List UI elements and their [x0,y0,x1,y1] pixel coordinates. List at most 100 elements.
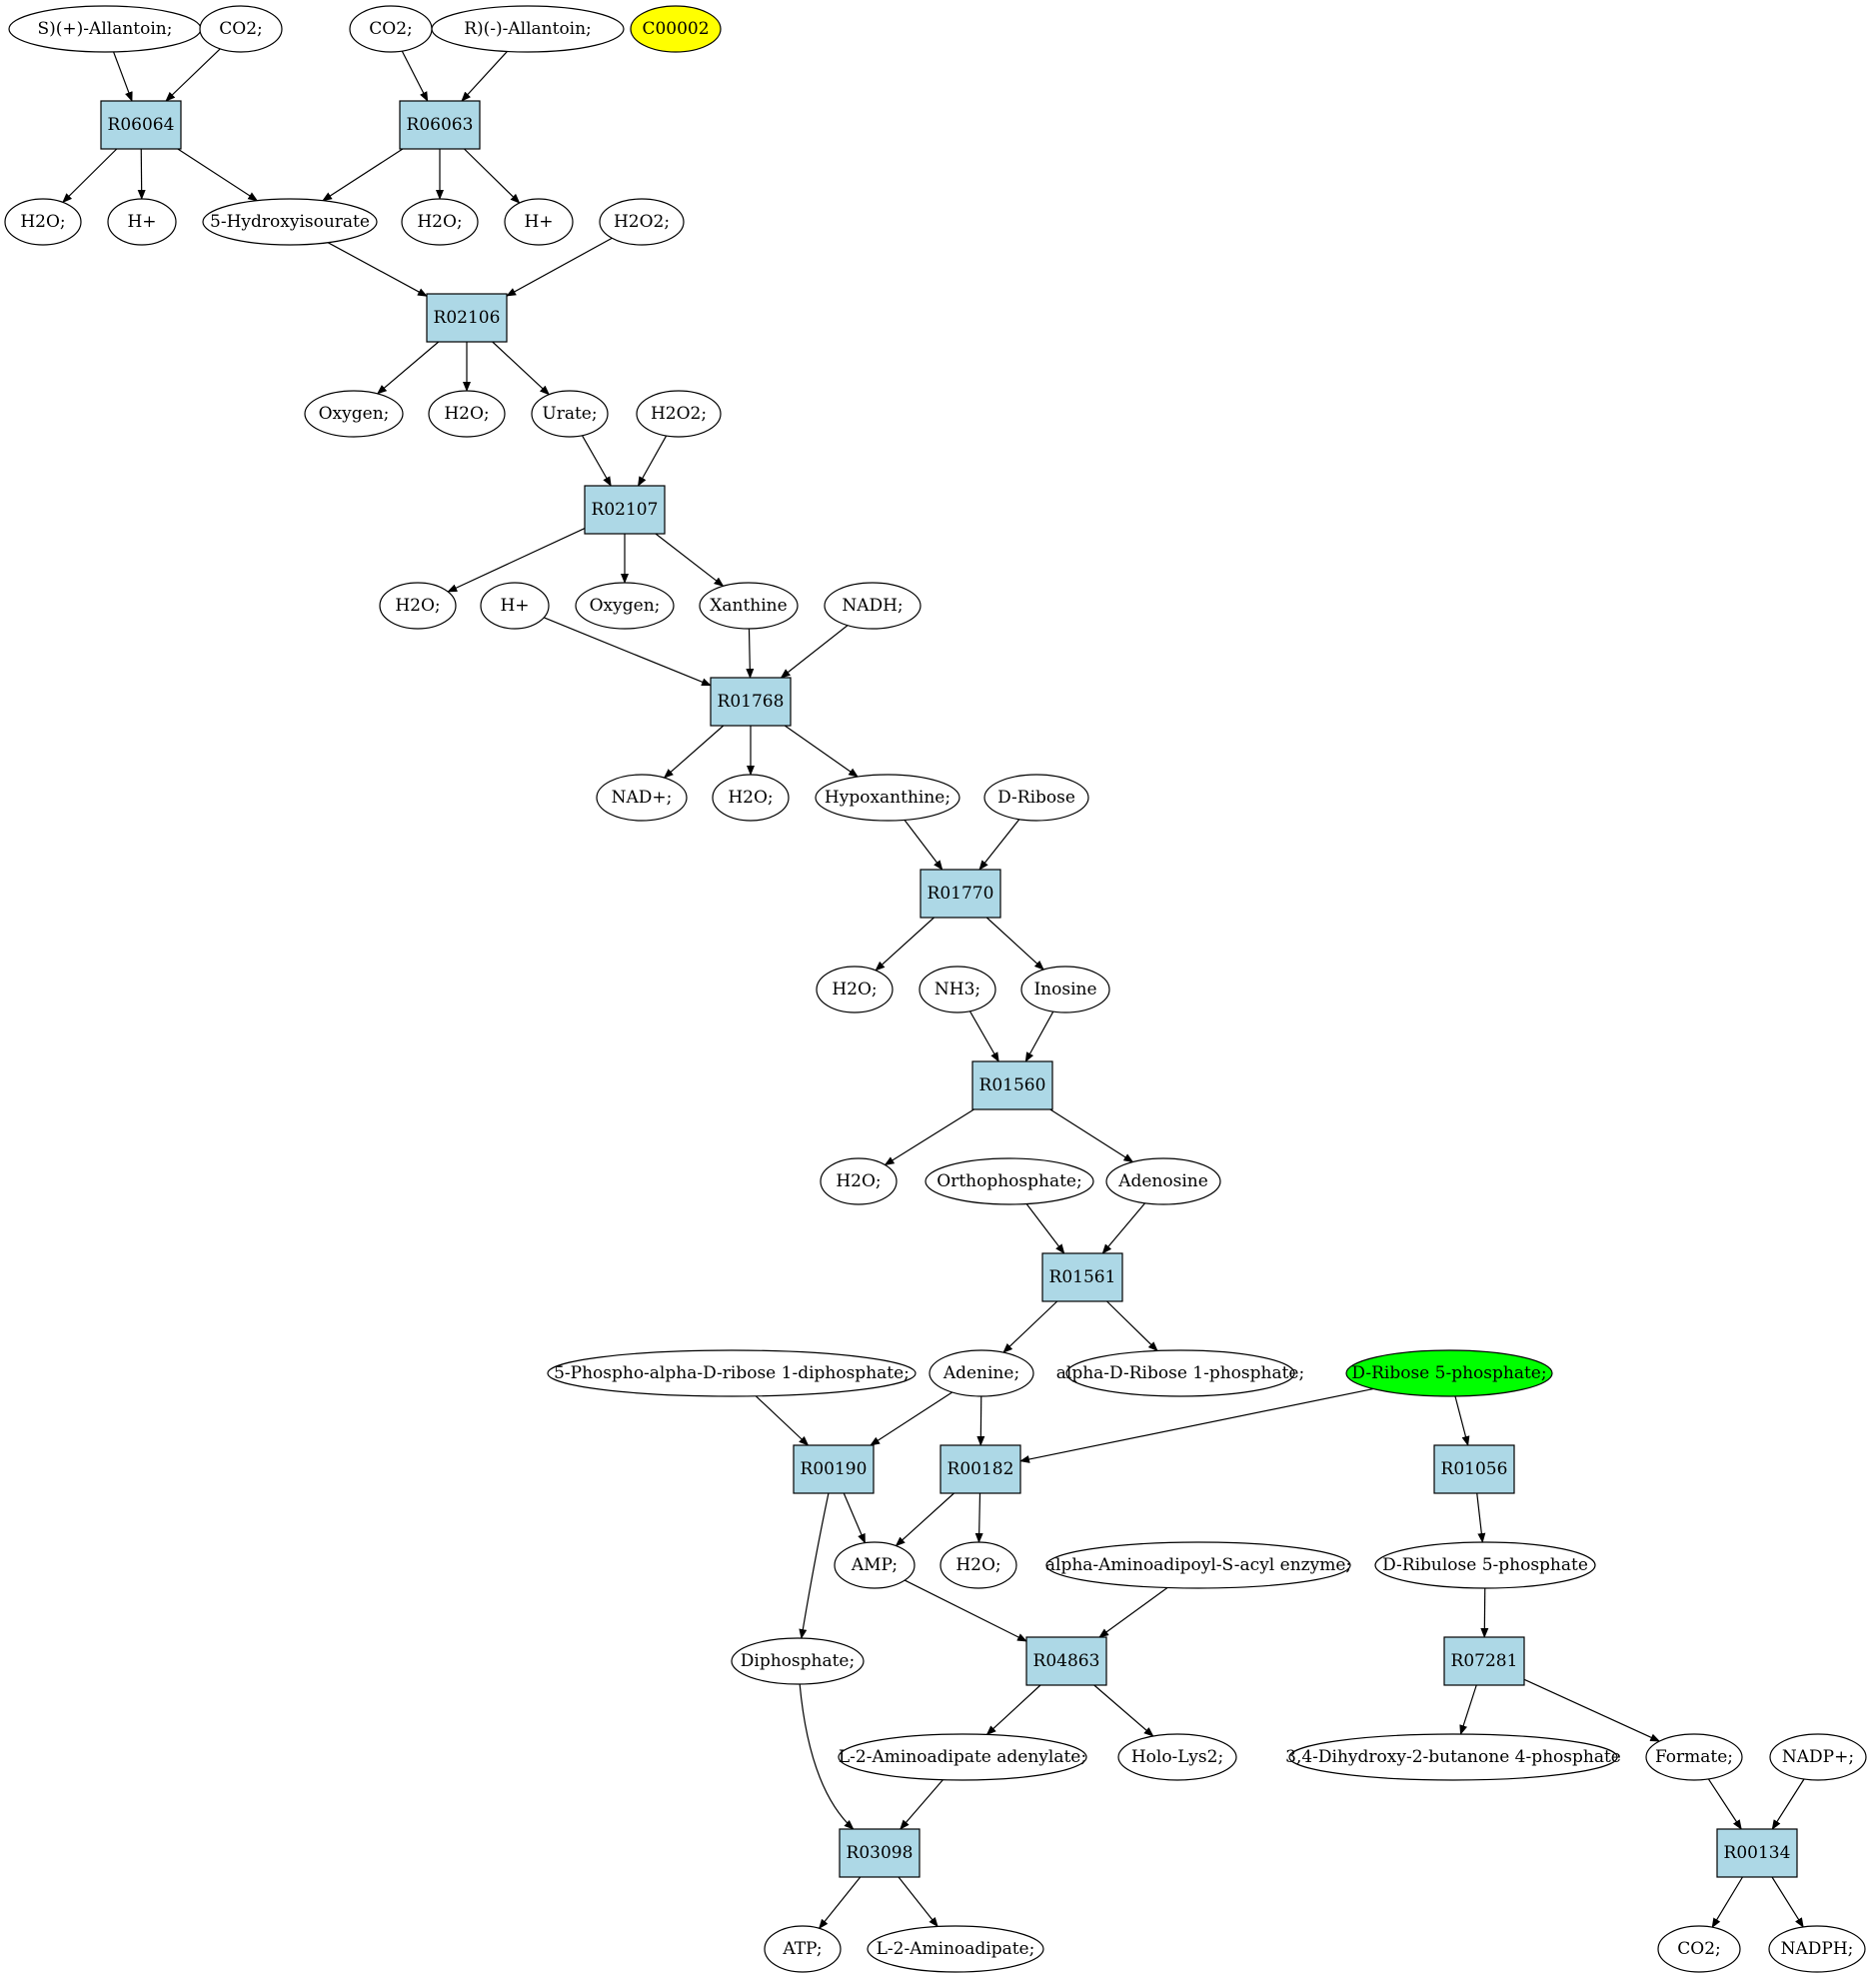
edge-hydroxyisourate-to-R02106 [327,242,428,297]
compound-node-h2o-6[interactable]: H2O; [816,966,894,1013]
compound-node-diphosphate[interactable]: Diphosphate; [731,1637,865,1685]
compound-ellipse [401,198,479,246]
compound-node-orthophosphate[interactable]: Orthophosphate; [925,1157,1094,1205]
compound-node-dhbp[interactable]: 3,4-Dihydroxy-2-butanone 4-phosphate [1285,1733,1621,1781]
reaction-node-r01561[interactable]: R01561 [1041,1252,1123,1302]
compound-node-h2o-1[interactable]: H2O; [4,198,82,246]
edge-R01561-to-adenine [1002,1300,1058,1353]
compound-node-aminoadipoyl[interactable]: alpha-Aminoadipoyl-S-acyl enzyme; [1045,1541,1351,1589]
reaction-box [100,100,182,150]
compound-node-co2-a[interactable]: CO2; [199,5,283,53]
reaction-node-r02107[interactable]: R02107 [584,485,666,535]
compound-node-co2-b[interactable]: CO2; [349,5,433,53]
compound-ellipse [983,774,1089,822]
node-label: H+ [500,596,529,616]
compound-ellipse [1345,1349,1553,1397]
node-label: H2O; [955,1555,1000,1575]
compound-node-atp[interactable]: ATP; [764,1925,842,1973]
reaction-node-r00182[interactable]: R00182 [939,1444,1021,1494]
reaction-node-r00134[interactable]: R00134 [1716,1828,1798,1878]
edge-R01768-to-hypoxanthine [784,725,859,778]
compound-node-oxygen-2[interactable]: Oxygen; [575,582,675,630]
compound-ellipse [1645,1733,1743,1781]
compound-ellipse [547,1349,917,1397]
reaction-box [1025,1636,1107,1686]
compound-ellipse [838,1733,1087,1781]
compound-node-dribose[interactable]: D-Ribose [983,774,1089,822]
compound-node-hydroxyisourate[interactable]: 5-Hydroxyisourate [202,198,378,246]
compound-ellipse [304,390,404,438]
compound-node-prpp[interactable]: 5-Phospho-alpha-D-ribose 1-diphosphate; [547,1349,917,1397]
compound-node-c00002[interactable]: C00002 [630,5,722,53]
compound-node-h2o2-1[interactable]: H2O2; [599,198,685,246]
edge-R07281-to-formate [1523,1678,1661,1742]
compound-node-hplus-2[interactable]: H+ [504,198,574,246]
compound-node-adenosine[interactable]: Adenosine [1105,1157,1221,1205]
reaction-node-r06064[interactable]: R06064 [100,100,182,150]
reaction-box [839,1828,921,1878]
node-label: H2O; [417,212,462,232]
compound-node-amp[interactable]: AMP; [834,1541,916,1589]
compound-node-hplus-1[interactable]: H+ [107,198,177,246]
compound-node-ribose1p[interactable]: alpha-D-Ribose 1-phosphate; [1056,1349,1304,1397]
compound-node-nadph[interactable]: NADPH; [1768,1925,1866,1973]
compound-node-h2o-2[interactable]: H2O; [401,198,479,246]
compound-ellipse [480,582,550,630]
compound-node-sallantoin[interactable]: S)(+)-Allantoin; [8,5,202,53]
reaction-node-r02106[interactable]: R02106 [426,293,508,343]
reaction-node-r01768[interactable]: R01768 [710,677,792,727]
compound-node-nadpplus[interactable]: NADP+; [1769,1733,1867,1781]
compound-node-nh3[interactable]: NH3; [919,966,996,1013]
edge-h2o2_2-to-R02107 [637,435,668,487]
compound-node-co2-c[interactable]: CO2; [1657,1925,1741,1973]
compound-node-nadh[interactable]: NADH; [824,582,922,630]
edge-R04863-to-l2aa_adenylate [985,1684,1041,1736]
node-label: R02106 [434,308,501,328]
compound-node-hololys2[interactable]: Holo-Lys2; [1117,1733,1237,1781]
compound-node-urate[interactable]: Urate; [531,390,609,438]
compound-ellipse [867,1925,1044,1973]
compound-ellipse [531,390,609,438]
compound-node-hplus-3[interactable]: H+ [480,582,550,630]
compound-node-oxygen-1[interactable]: Oxygen; [304,390,404,438]
compound-node-nadplus[interactable]: NAD+; [596,774,688,822]
compound-node-formate[interactable]: Formate; [1645,1733,1743,1781]
node-label: Oxygen; [590,596,661,616]
compound-node-h2o-4[interactable]: H2O; [379,582,457,630]
compound-node-h2o2-2[interactable]: H2O2; [636,390,722,438]
reaction-node-r01770[interactable]: R01770 [920,869,1001,919]
compound-node-hypoxanthine[interactable]: Hypoxanthine; [815,774,960,822]
compound-node-adenine[interactable]: Adenine; [929,1349,1034,1397]
nodes-layer: R06064 R06063R02106R02107R01768R01770R015… [4,5,1867,1973]
compound-node-h2o-3[interactable]: H2O; [428,390,506,438]
node-label: Formate; [1655,1747,1733,1767]
node-label: C00002 [642,19,709,39]
compound-ellipse [1768,1925,1866,1973]
node-label: CO2; [1677,1939,1721,1959]
compound-ellipse [1657,1925,1741,1973]
reaction-node-r03098[interactable]: R03098 [839,1828,921,1878]
reaction-node-r00190[interactable]: R00190 [793,1444,875,1494]
compound-node-h2o-5[interactable]: H2O; [712,774,790,822]
reaction-node-r04863[interactable]: R04863 [1025,1636,1107,1686]
compound-ellipse [575,582,675,630]
node-label: R01768 [718,692,785,712]
compound-node-ribose5p[interactable]: D-Ribose 5-phosphate; [1345,1349,1553,1397]
reaction-node-r01560[interactable]: R01560 [971,1060,1053,1110]
compound-node-h2o-8[interactable]: H2O; [939,1541,1017,1589]
node-label: 5-Hydroxyisourate [210,212,370,232]
reaction-node-r07281[interactable]: R07281 [1443,1636,1525,1686]
compound-node-l2aa-adenylate[interactable]: L-2-Aminoadipate adenylate; [838,1733,1087,1781]
compound-node-ribulose5p[interactable]: D-Ribulose 5-phosphate [1374,1541,1596,1589]
compound-node-inosine[interactable]: Inosine [1020,966,1110,1013]
compound-node-xanthine[interactable]: Xanthine [699,582,799,630]
compound-node-l2aa[interactable]: L-2-Aminoadipate; [867,1925,1044,1973]
compound-ellipse [199,5,283,53]
reaction-node-r06063[interactable]: R06063 [399,100,481,150]
compound-ellipse [379,582,457,630]
edge-inosine-to-R01560 [1024,1010,1054,1062]
reaction-node-r01056[interactable]: R01056 [1433,1444,1515,1494]
compound-node-h2o-7[interactable]: H2O; [820,1157,898,1205]
compound-ellipse [815,774,960,822]
compound-node-rallantoin[interactable]: R)(-)-Allantoin; [431,5,625,53]
